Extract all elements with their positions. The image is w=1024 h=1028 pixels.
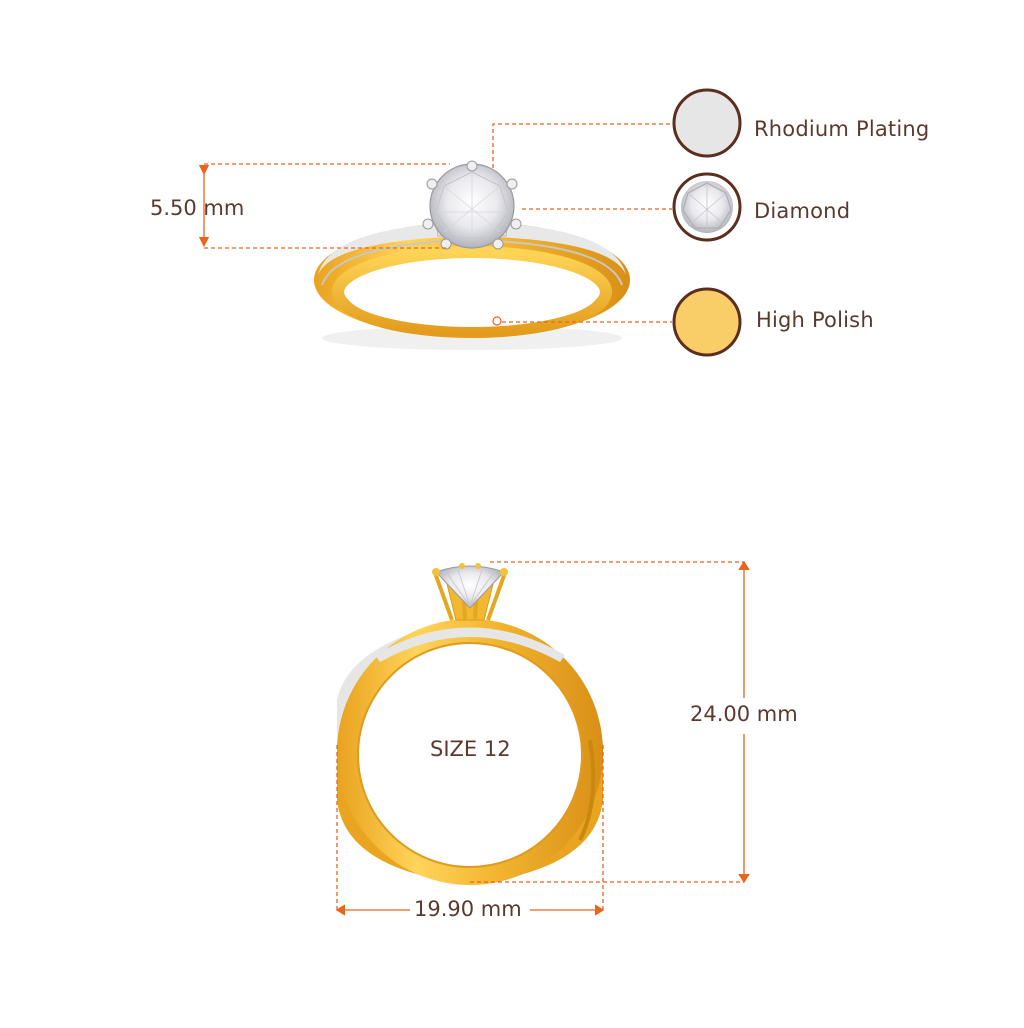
top-dimension-lines — [198, 123, 672, 323]
rhodium-plating-label: Rhodium Plating — [754, 117, 930, 141]
material-swatches — [672, 88, 742, 357]
rhodium-swatch-icon — [672, 88, 742, 158]
top-view-ring — [314, 160, 630, 350]
diamond-swatch-icon — [672, 172, 742, 242]
ring-size-label: SIZE 12 — [430, 737, 511, 761]
top-height-label: 5.50 mm — [150, 196, 245, 220]
front-view-ring — [337, 563, 603, 885]
front-width-label: 19.90 mm — [414, 897, 522, 921]
front-height-label: 24.00 mm — [690, 702, 798, 726]
gold-swatch-icon — [672, 287, 742, 357]
high-polish-label: High Polish — [756, 308, 874, 332]
front-dimension-lines — [335, 560, 750, 916]
diamond-label: Diamond — [754, 199, 851, 223]
